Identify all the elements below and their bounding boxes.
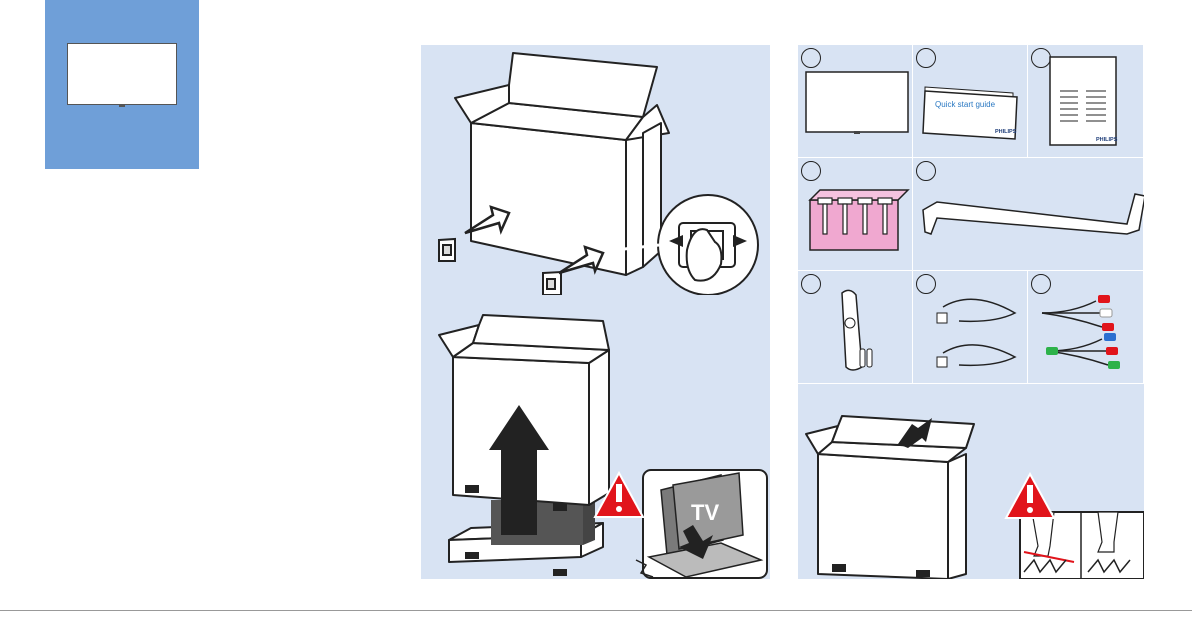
stand-icon bbox=[913, 158, 1144, 271]
quick-start-guide-icon: Quick start guide PHILIPS bbox=[913, 45, 1028, 158]
contents-item-quick-start: Quick start guide PHILIPS bbox=[913, 45, 1028, 158]
av-cables-icon bbox=[1028, 271, 1144, 384]
contents-panel: Quick start guide PHILIPS PHILIPS bbox=[798, 45, 1144, 579]
unboxing-panel: TV bbox=[421, 45, 770, 579]
brand-logo: PHILIPS bbox=[995, 129, 1017, 135]
tv-icon bbox=[798, 45, 913, 158]
brand-logo: PHILIPS bbox=[1096, 137, 1118, 143]
quick-start-title: Quick start guide bbox=[935, 100, 996, 109]
contents-item-booklet: PHILIPS bbox=[1028, 45, 1144, 158]
contents-item-stand bbox=[913, 158, 1144, 271]
tv-label: TV bbox=[691, 500, 719, 525]
contents-item-tv bbox=[798, 45, 913, 158]
contents-item-av-cables bbox=[1028, 271, 1144, 384]
booklet-icon: PHILIPS bbox=[1028, 45, 1144, 158]
contents-item-power-cords bbox=[913, 271, 1028, 384]
power-cords-icon bbox=[913, 271, 1028, 384]
tv-icon bbox=[67, 43, 177, 105]
remote-icon bbox=[798, 271, 913, 384]
screws-icon bbox=[798, 158, 913, 271]
page-bottom-rule bbox=[0, 610, 1192, 611]
contents-item-remote bbox=[798, 271, 913, 384]
box-handles-illustration bbox=[421, 45, 770, 295]
section-tab bbox=[45, 0, 199, 169]
contents-item-screws bbox=[798, 158, 913, 271]
open-box-illustration bbox=[798, 384, 1144, 579]
box-lift-illustration: TV bbox=[421, 295, 770, 579]
